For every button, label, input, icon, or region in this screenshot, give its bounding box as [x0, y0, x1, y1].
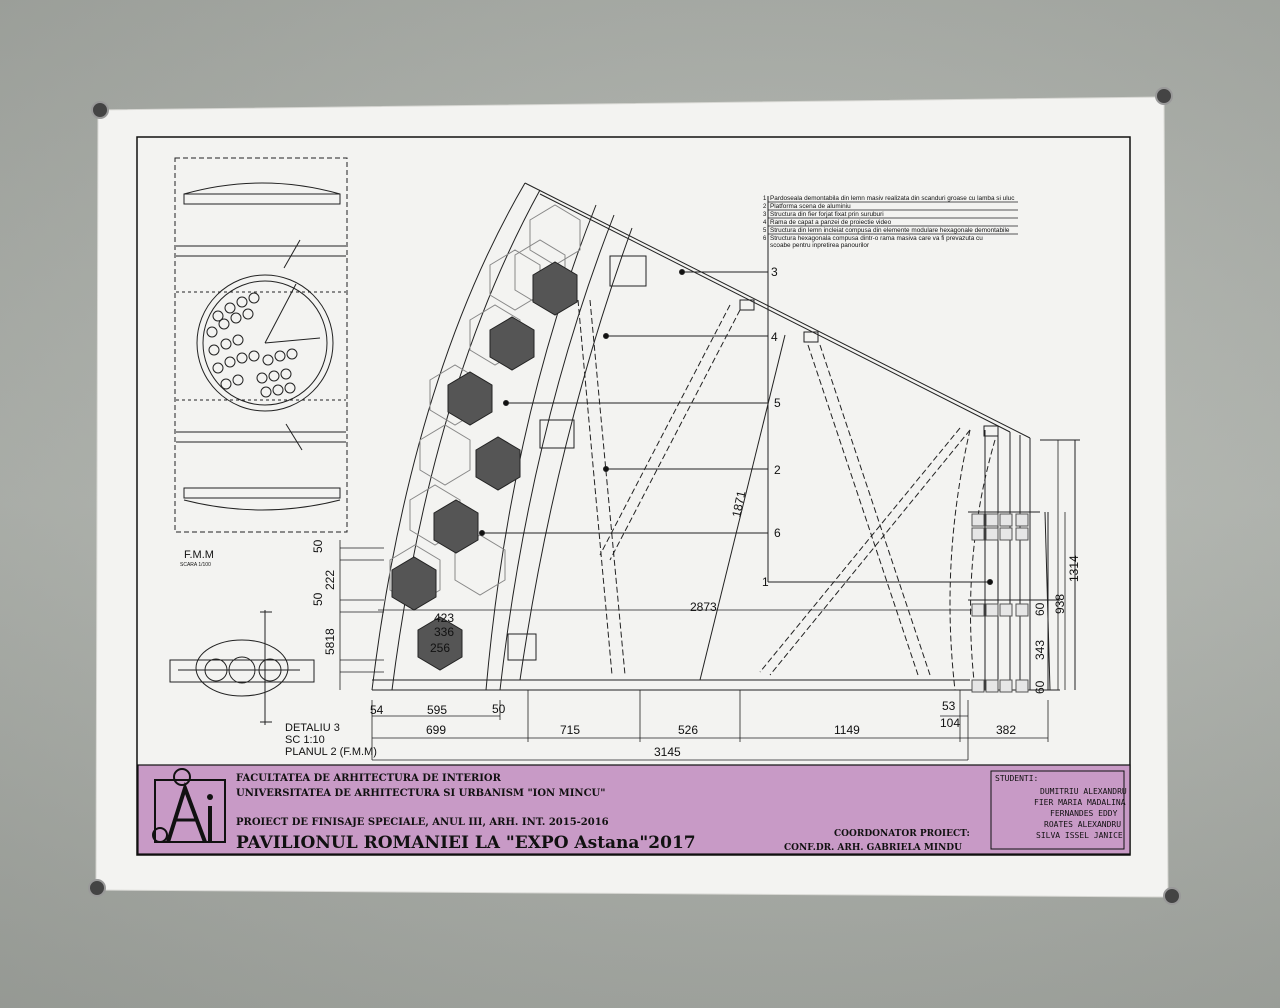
- title-block: [137, 764, 1131, 855]
- dim-382: 382: [996, 723, 1016, 737]
- legend-item: Pardoseala demontabila din lemn masiv re…: [770, 195, 1015, 202]
- legend-number: 4: [763, 220, 767, 226]
- dim-53: 53: [942, 699, 956, 713]
- dim-336: 336: [434, 625, 454, 639]
- callout-5: 5: [774, 396, 781, 410]
- pin-icon: [91, 101, 109, 119]
- dim-1871: 1871: [729, 489, 748, 518]
- pin-icon: [1155, 87, 1173, 105]
- mounting-pins: [88, 87, 1181, 905]
- dim-222: 222: [323, 570, 337, 590]
- dim-715: 715: [560, 723, 580, 737]
- student-name: SILVA ISSEL JANICE: [1036, 831, 1123, 840]
- callout-3: 3: [771, 265, 778, 279]
- student-name: FERNANDES EDDY: [1050, 809, 1118, 818]
- legend-item: Structura din lemn incleiat compusa din …: [770, 227, 1010, 234]
- legend-item: Structura din fier forjat fixat prin sur…: [770, 211, 884, 218]
- students-box: [990, 770, 1125, 850]
- drawing-frame: [136, 136, 1131, 856]
- dim-104: 104: [940, 716, 960, 730]
- callout-4: 4: [771, 330, 778, 344]
- callout-2: 2: [774, 463, 781, 477]
- dimension-lines: [339, 440, 1066, 761]
- dim-60a: 60: [1033, 602, 1047, 616]
- dim-50c: 50: [492, 702, 506, 716]
- student-name: FIER MARIA MADALINA: [1034, 798, 1126, 807]
- legend-number: 5: [763, 228, 767, 234]
- legend-item: Structura hexagonala compusa dintr-o ram…: [770, 235, 983, 242]
- dim-343: 343: [1033, 640, 1047, 660]
- dim-526: 526: [678, 723, 698, 737]
- logo: [152, 768, 226, 843]
- dim-1314: 1314: [1067, 555, 1081, 582]
- legend-number: 3: [763, 212, 767, 218]
- dim-1149: 1149: [834, 723, 860, 737]
- dim-5818: 5818: [323, 628, 337, 655]
- legend-item: Platforma scena de aluminiu: [770, 203, 851, 210]
- student-name: ROATES ALEXANDRU: [1044, 820, 1121, 829]
- fmm-scale: SCARA 1/100: [180, 562, 211, 568]
- coordinator-name: CONF.DR. ARH. GABRIELA MINDU: [784, 843, 962, 853]
- dim-50a: 50: [311, 539, 325, 553]
- student-name: DUMITRIU ALEXANDRU: [1040, 787, 1127, 796]
- dim-595: 595: [427, 703, 447, 717]
- site-plan-inset: [174, 157, 348, 533]
- legend-item: Rama de capat a panzei de proiectie vide…: [770, 219, 892, 226]
- callout-6: 6: [774, 526, 781, 540]
- pin-icon: [1163, 887, 1181, 905]
- dim-54: 54: [370, 703, 384, 717]
- students-label: STUDENTI:: [995, 774, 1038, 783]
- dim-423: 423: [434, 611, 454, 625]
- project-name: PROIECT DE FINISAJE SPECIALE, ANUL III, …: [236, 817, 609, 828]
- legend-number: 2: [763, 204, 767, 210]
- legend-item: scoabe pentru inpretirea panourilor: [770, 242, 870, 249]
- university-name: UNIVERSITATEA DE ARHITECTURA SI URBANISM…: [236, 788, 605, 799]
- dim-938: 938: [1053, 594, 1067, 614]
- pin-icon: [88, 879, 106, 897]
- dim-256: 256: [430, 641, 450, 655]
- detail-3-drawing: [169, 610, 315, 725]
- callout-1: 1: [762, 575, 769, 589]
- dim-699: 699: [426, 723, 446, 737]
- dim-2873: 2873: [690, 600, 717, 614]
- legend-list: 1 2 3 4 5 6 Pardoseala demontabila din l…: [763, 195, 1018, 249]
- project-title: PAVILIONUL ROMANIEI LA "EXPO Astana"2017: [236, 833, 696, 853]
- coordinator-label: COORDONATOR PROIECT:: [834, 829, 970, 839]
- detail-label: DETALIU 3: [285, 722, 340, 734]
- callout-leaders: [479, 196, 993, 585]
- legend-number: 6: [763, 236, 767, 242]
- dim-60b: 60: [1033, 680, 1047, 694]
- detail-scale: SC 1:10: [285, 734, 325, 746]
- detail-plan: PLANUL 2 (F.M.M): [285, 746, 377, 758]
- dim-3145: 3145: [654, 745, 681, 759]
- faculty-name: FACULTATEA DE ARHITECTURA DE INTERIOR: [236, 773, 502, 784]
- legend-number: 1: [763, 196, 767, 202]
- fmm-label: F.M.M: [184, 549, 214, 561]
- dimension-labels: 50 222 50 5818 423 336 256 2873 1871 54 …: [311, 489, 1081, 759]
- dim-50b: 50: [311, 592, 325, 606]
- main-section-drawing: [371, 182, 1080, 693]
